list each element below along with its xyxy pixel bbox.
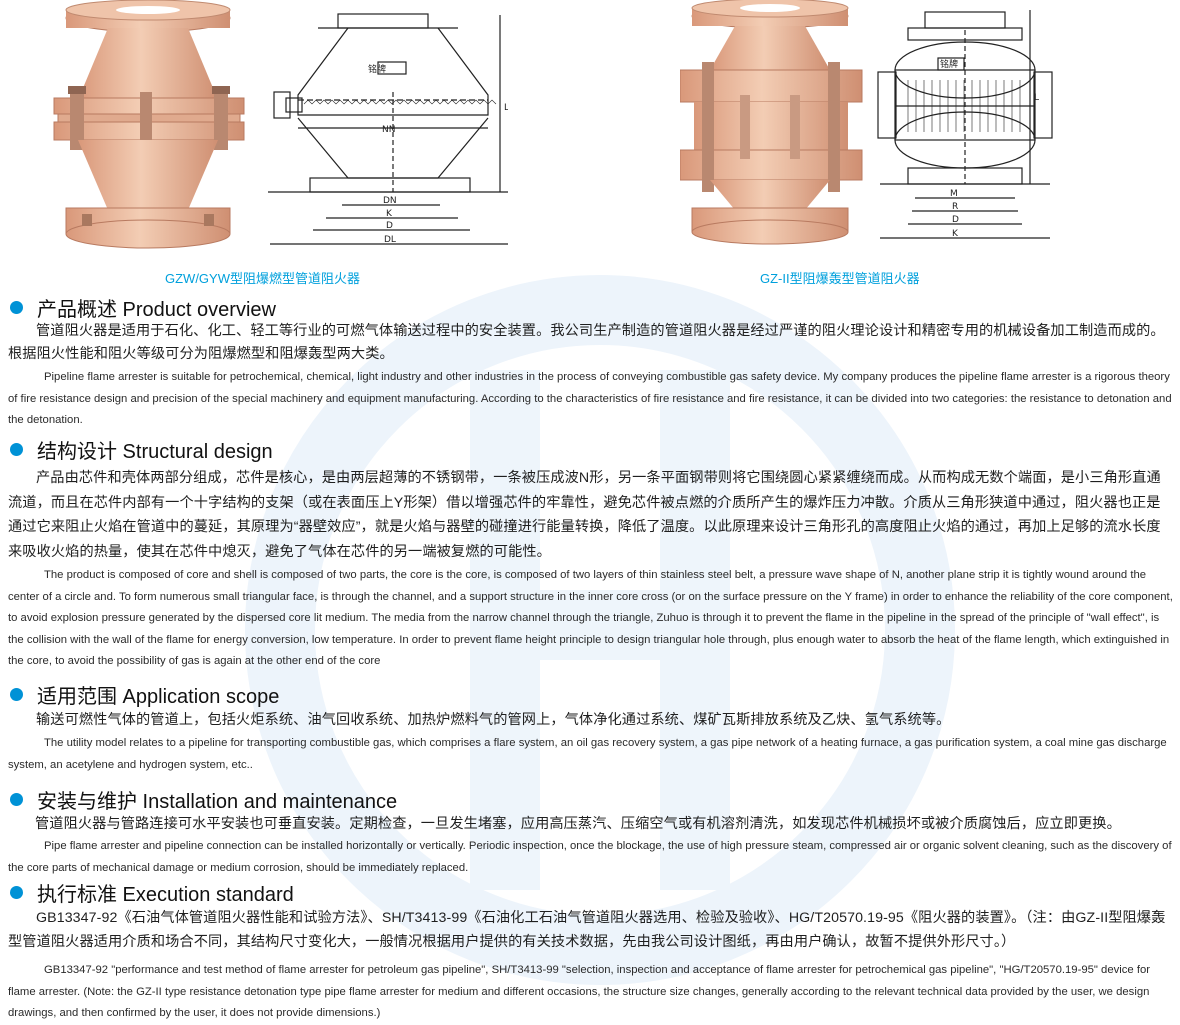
section-text-en: GB13347-92 "performance and test method … <box>8 964 1151 1019</box>
figure-gz-ii: 铭牌 M R D K L <box>680 0 1160 265</box>
gzw-dim-dl: DL <box>384 235 396 245</box>
section-title: 产品概述 Product overview <box>37 298 276 321</box>
gzw-technical-drawing <box>268 13 508 245</box>
gz-ii-caption: GZ-II型阻爆轰型管道阻火器 <box>760 271 920 286</box>
section-text-en: The utility model relates to a pipeline … <box>8 737 1167 771</box>
gz-ii-dim-d: D <box>952 215 959 225</box>
section-text-zh: 管道阻火器与管路连接可水平安装也可垂直安装。定期检查，一旦发生堵塞，应用高压蒸汽… <box>35 816 1121 832</box>
section-structural-design: 结构设计 Structural design 产品由芯件和壳体两部分组成，芯件是… <box>8 436 1174 673</box>
section-product-overview: 产品概述 Product overview 管道阻火器是适用于石化、化工、轻工等… <box>8 294 1174 432</box>
section-title: 结构设计 Structural design <box>37 440 273 463</box>
gz-ii-illustration: 铭牌 M R D K L <box>680 0 1053 245</box>
product-figures: 铭牌 DN K D DL L NN GZW/GYW型阻爆燃型管道阻火器 <box>0 0 1180 290</box>
gzw-gyw-illustration: 铭牌 DN K D DL L NN <box>53 0 508 249</box>
gz-ii-dim-r: R <box>952 202 958 212</box>
section-title: 执行标准 Execution standard <box>37 883 294 906</box>
gzw-photo <box>53 0 245 249</box>
gzw-dim-l: L <box>504 103 508 113</box>
section-text-zh: 管道阻火器是适用于石化、化工、轻工等行业的可燃气体输送过程中的安全装置。我公司生… <box>8 323 1165 362</box>
section-text-zh: GB13347-92《石油气体管道阻火器性能和试验方法》、SH/T3413-99… <box>8 910 1166 950</box>
section-text-en: Pipe flame arrester and pipeline connect… <box>8 840 1172 874</box>
gz-ii-dim-l: L <box>1034 93 1039 103</box>
section-execution-standard: 执行标准 Execution standard GB13347-92《石油气体管… <box>8 879 1174 1025</box>
section-text-zh: 产品由芯件和壳体两部分组成，芯件是核心，是由两层超薄的不锈钢带，一条被压成波N形… <box>8 470 1161 560</box>
gz-ii-photo <box>680 0 863 245</box>
section-application-scope: 适用范围 Application scope 输送可燃性气体的管道上，包括火炬系… <box>8 681 1174 776</box>
bullet-icon <box>10 687 23 701</box>
section-title: 安装与维护 Installation and maintenance <box>37 790 398 813</box>
bullet-icon <box>10 300 23 314</box>
section-text-en: Pipeline flame arrester is suitable for … <box>8 371 1172 426</box>
gz-ii-dim-m: M <box>950 189 958 199</box>
bullet-icon <box>10 885 23 899</box>
gzw-dim-d: D <box>386 221 393 231</box>
gzw-nameplate-label: 铭牌 <box>368 63 386 75</box>
section-installation-maintenance: 安装与维护 Installation and maintenance 管道阻火器… <box>8 786 1174 879</box>
gzw-dim-k: K <box>386 209 393 219</box>
section-text-en: The product is composed of core and shel… <box>8 569 1173 667</box>
gz-ii-nameplate-label: 铭牌 <box>940 58 958 70</box>
gzw-gyw-caption: GZW/GYW型阻爆燃型管道阻火器 <box>165 271 360 286</box>
gz-ii-dim-k: K <box>952 229 959 239</box>
gzw-dim-dn: DN <box>383 196 397 206</box>
figure-gzw-gyw: 铭牌 DN K D DL L NN <box>48 0 508 265</box>
bullet-icon <box>10 442 23 456</box>
section-text-zh: 输送可燃性气体的管道上，包括火炬系统、油气回收系统、加热炉燃料气的管网上，气体净… <box>36 712 951 728</box>
bullet-icon <box>10 792 23 806</box>
gzw-dim-nn: NN <box>382 125 395 135</box>
gz-ii-technical-drawing <box>877 10 1053 239</box>
section-title: 适用范围 Application scope <box>37 685 280 708</box>
